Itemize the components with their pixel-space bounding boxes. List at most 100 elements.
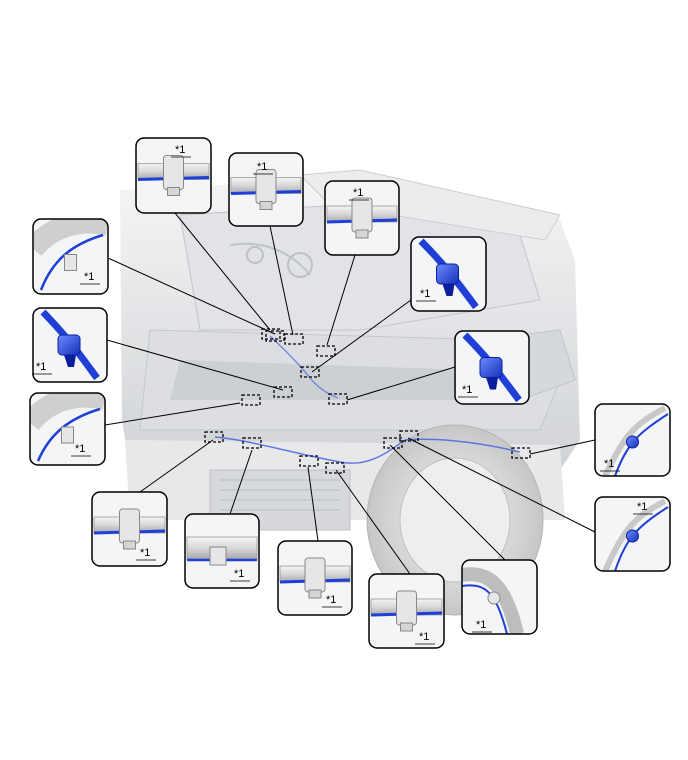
leader-line [174, 212, 271, 331]
callout-frame [277, 540, 353, 616]
callout-pipe-clip: *1 [184, 513, 260, 589]
clip-body [304, 557, 326, 593]
callout-hose-clip: *1 [461, 559, 538, 635]
leader-lines [104, 212, 596, 575]
wire-harness-route-upper [269, 335, 339, 399]
callout-label: *1 [420, 288, 430, 300]
callout-views: *1 *1 *1 *1 *1 *1 *1 *1 *1 *1 *1 *1 *1 *1 *1 [29, 137, 671, 649]
callout-frame [594, 496, 671, 572]
callout-frame [594, 403, 671, 477]
bracket-section [602, 405, 667, 476]
clip-body [61, 426, 74, 444]
callout-label: *1 [462, 384, 472, 396]
callout-small-clip: *1 [594, 496, 671, 572]
clip-location-marker [300, 366, 320, 378]
callout-label: *1 [419, 631, 429, 643]
clip-body [396, 590, 417, 626]
clip-location-marker [299, 455, 319, 467]
clip-location-marker [316, 345, 336, 357]
clip-location-marker [265, 330, 285, 342]
callout-wire-clip: *1 [368, 573, 445, 649]
clip-body [626, 529, 639, 543]
leader-line [229, 449, 253, 515]
clip-location-marker [204, 431, 224, 443]
callout-wire-clip: *1 [135, 137, 212, 214]
callout-label: *1 [326, 594, 336, 606]
callout-pipe-wire: *1 [32, 218, 109, 295]
clip-body [64, 254, 77, 271]
clip-body [351, 197, 373, 233]
pipe-section [30, 393, 105, 431]
callout-pipe-wire: *1 [29, 392, 106, 466]
pipe-section [33, 219, 108, 257]
clamp-body [479, 357, 503, 378]
clip-location-marker [273, 386, 293, 398]
clamp-body [436, 263, 459, 285]
bracket-section [602, 498, 667, 571]
callout-small-clip: *1 [594, 403, 671, 477]
clamp-pin [64, 355, 76, 367]
leader-line [269, 225, 294, 336]
leader-line [307, 466, 319, 542]
clip-location-marker [284, 333, 304, 345]
callout-label: *1 [36, 361, 46, 373]
callout-label: *1 [604, 458, 614, 470]
clip-body [487, 591, 501, 605]
leader-line [335, 469, 411, 575]
clamp-pin [486, 377, 498, 390]
clip-body [119, 508, 140, 544]
callout-label: *1 [257, 161, 267, 173]
clip-location-marker [242, 437, 262, 449]
clip-body [626, 435, 639, 449]
callout-frame [32, 218, 109, 295]
clip-foot [123, 540, 136, 550]
callout-frame [410, 236, 487, 312]
clip-foot [167, 187, 180, 196]
clip-location-marker [383, 437, 403, 449]
clip-foot [308, 589, 322, 599]
callout-frame [135, 137, 212, 214]
callout-frame [29, 392, 106, 466]
clip-foot [400, 622, 413, 632]
callout-label: *1 [75, 443, 85, 455]
leader-line [407, 437, 596, 533]
wire-harness-route [214, 436, 521, 464]
clamp-pin [442, 284, 455, 296]
leader-line [139, 439, 214, 493]
callout-wire-clip: *1 [324, 180, 400, 256]
callout-label: *1 [175, 144, 185, 156]
callout-frame [184, 513, 260, 589]
callout-wire-clip: *1 [228, 152, 304, 227]
clip-location-marker [328, 393, 348, 405]
callout-label: *1 [476, 619, 486, 631]
callout-blue-clamp: *1 [410, 236, 487, 312]
callout-blue-clamp: *1 [454, 330, 530, 405]
clip-location-marker [241, 394, 261, 406]
callout-wire-clip: *1 [277, 540, 353, 616]
clip-body [255, 169, 277, 204]
clip-body [163, 155, 184, 190]
leader-line [529, 439, 596, 455]
leader-line [104, 402, 241, 426]
callout-label: *1 [140, 547, 150, 559]
clamp-body [57, 334, 81, 356]
callout-blue-clamp: *1 [32, 307, 108, 383]
clip-body [209, 546, 227, 566]
leader-line [346, 366, 456, 401]
leader-line [311, 299, 412, 373]
callout-frame [228, 152, 304, 227]
callout-frame [368, 573, 445, 649]
callout-wire-clip: *1 [91, 491, 168, 567]
clip-location-markers [204, 328, 531, 474]
callout-label: *1 [84, 271, 94, 283]
clip-location-marker [399, 430, 419, 442]
clip-location-marker [511, 447, 531, 459]
clip-foot [259, 201, 273, 210]
callout-label: *1 [234, 568, 244, 580]
callout-frame [91, 491, 168, 567]
leader-line [326, 254, 356, 346]
leader-line [107, 257, 276, 335]
callout-frame [32, 307, 108, 383]
